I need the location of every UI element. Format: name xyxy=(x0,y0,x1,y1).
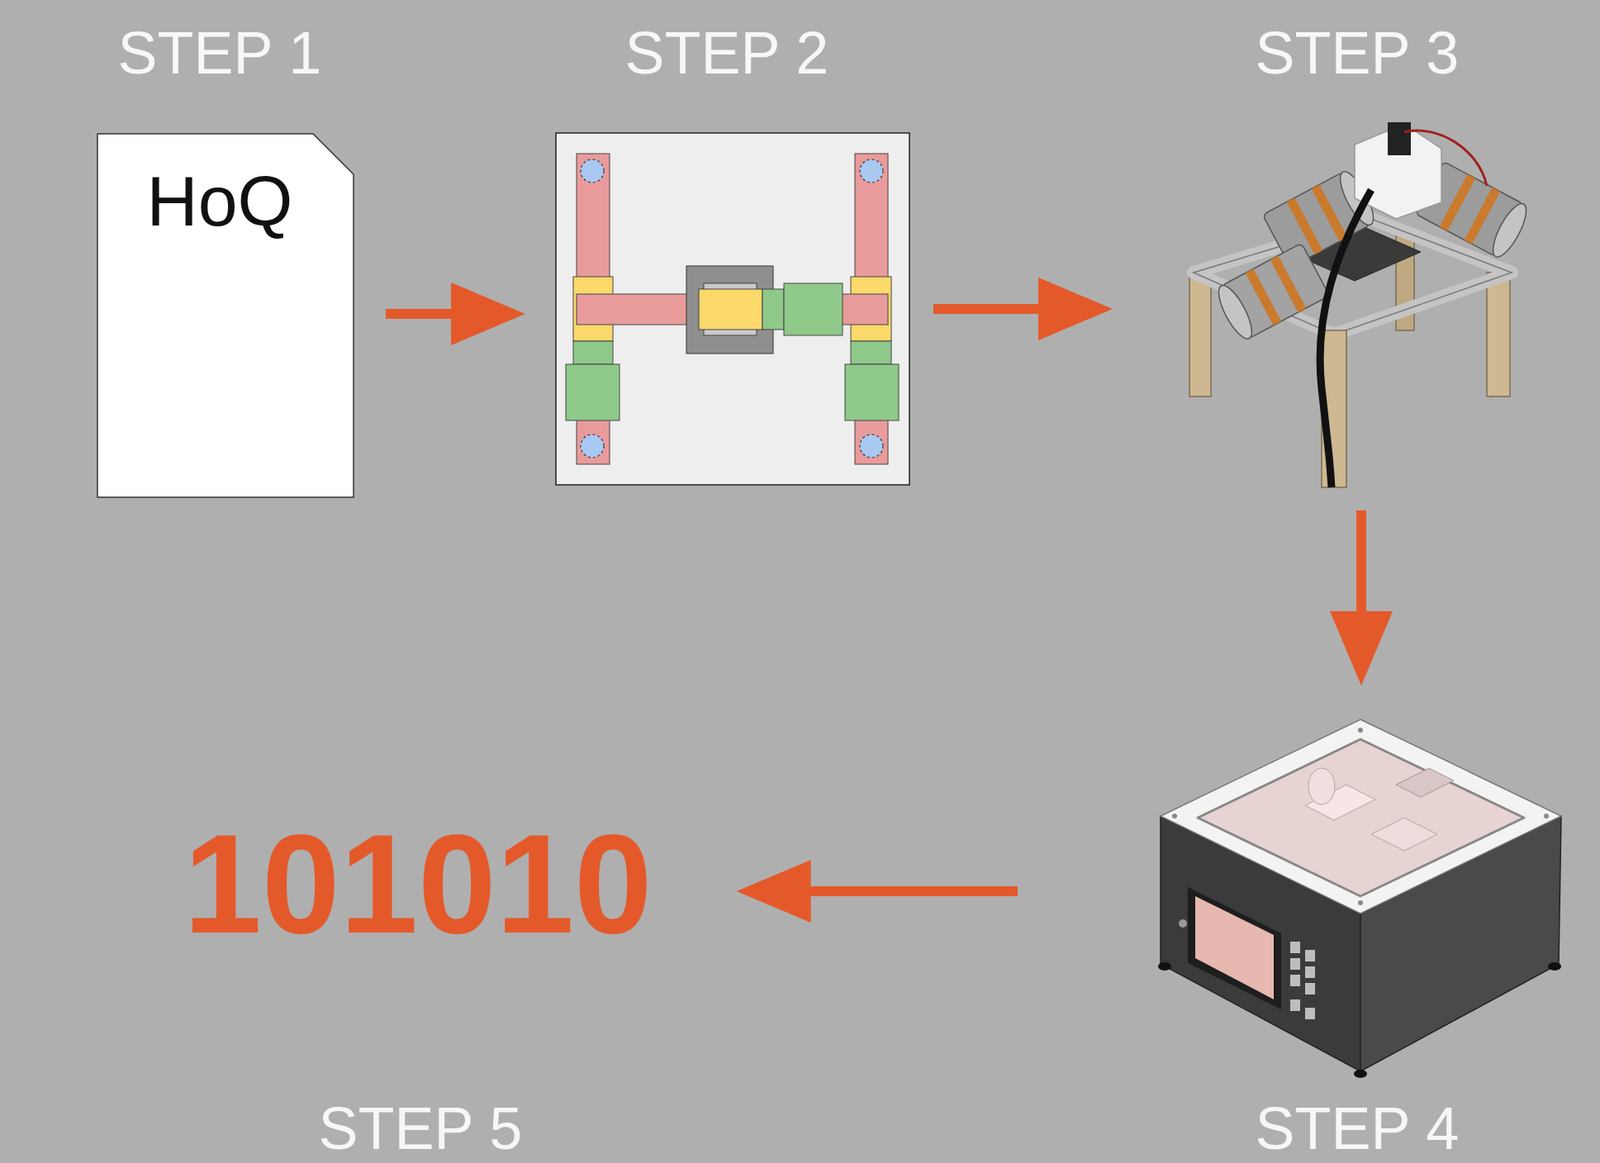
schematic-node: STEP 2 xyxy=(555,132,910,485)
schematic-sheet xyxy=(555,132,910,485)
arrow-head xyxy=(736,859,812,923)
robot-prototype xyxy=(1189,122,1533,488)
foot xyxy=(1158,962,1172,971)
arrow-shaft xyxy=(1356,510,1367,619)
connector xyxy=(1290,941,1301,954)
document-node: STEP 1HoQ xyxy=(96,132,355,499)
motor-cap xyxy=(1486,199,1533,262)
green-block xyxy=(762,289,784,330)
motor-cap xyxy=(1212,280,1259,343)
layout-schematic xyxy=(555,132,910,485)
connector xyxy=(1305,982,1316,995)
door-window xyxy=(1195,896,1274,1000)
motor xyxy=(1212,242,1330,343)
top-window xyxy=(1197,739,1525,897)
coil-band xyxy=(1311,184,1349,242)
coil-band xyxy=(1270,255,1307,313)
arrow-head xyxy=(1038,277,1113,341)
mount-hole xyxy=(859,434,884,458)
screw xyxy=(1172,813,1178,819)
green-block xyxy=(845,364,899,421)
tan-leg xyxy=(1486,272,1510,397)
binary-output: 101010 xyxy=(183,813,652,955)
door-frame xyxy=(1187,887,1282,1010)
screw xyxy=(1357,727,1363,733)
connector xyxy=(1305,949,1316,962)
enclosure-top xyxy=(1160,719,1562,914)
small-motor xyxy=(1387,122,1411,156)
foot xyxy=(1353,1069,1368,1078)
arrow-head xyxy=(1329,611,1393,686)
mount-hole xyxy=(580,434,604,458)
green-block xyxy=(565,364,620,421)
foot xyxy=(1547,962,1562,971)
document-title: HoQ xyxy=(147,160,294,243)
connector xyxy=(1305,966,1316,979)
green-block xyxy=(783,283,843,336)
arrow-shaft xyxy=(385,308,459,319)
step-heading: STEP 3 xyxy=(1255,18,1460,88)
arrow-shaft xyxy=(933,303,1046,314)
coil-band xyxy=(1464,187,1501,245)
step-heading: STEP 1 xyxy=(118,18,323,88)
flow-arrow xyxy=(385,282,526,346)
flow-arrow xyxy=(1329,510,1393,686)
step-heading: STEP 5 xyxy=(318,1094,523,1163)
coil-band xyxy=(1439,174,1477,232)
step-heading: STEP 2 xyxy=(625,18,830,88)
red-wire xyxy=(1404,130,1487,186)
arrow-shaft xyxy=(803,886,1018,897)
connector xyxy=(1290,999,1301,1012)
interior-part xyxy=(1395,768,1454,798)
step-heading: STEP 4 xyxy=(1255,1094,1460,1163)
mount-hole xyxy=(859,159,884,183)
enclosure-node: STEP 4 xyxy=(1028,714,1562,1083)
tan-leg xyxy=(1189,272,1211,397)
enclosure-render xyxy=(1158,719,1562,1078)
screw xyxy=(1543,813,1549,819)
document-shape xyxy=(97,133,354,498)
prototype-node: STEP 3 xyxy=(1123,102,1521,496)
flow-arrow xyxy=(933,277,1113,341)
green-block xyxy=(850,341,892,365)
yellow-block xyxy=(698,289,763,330)
green-block xyxy=(573,341,613,365)
connector xyxy=(1305,1007,1316,1020)
screw xyxy=(1357,900,1363,906)
door-knob xyxy=(1178,919,1187,928)
connector xyxy=(1290,974,1301,987)
output-node: 101010STEP 5 xyxy=(175,808,727,960)
arrow-head xyxy=(451,282,526,346)
black-cable xyxy=(1319,189,1372,488)
mount-hole xyxy=(580,159,604,183)
interior-part xyxy=(1308,768,1335,805)
coil-band xyxy=(1286,197,1324,255)
gray-block xyxy=(686,265,774,354)
connector xyxy=(1290,958,1301,970)
interior-part xyxy=(1371,817,1438,851)
coil-band xyxy=(1245,268,1282,326)
flow-arrow xyxy=(736,859,1018,923)
